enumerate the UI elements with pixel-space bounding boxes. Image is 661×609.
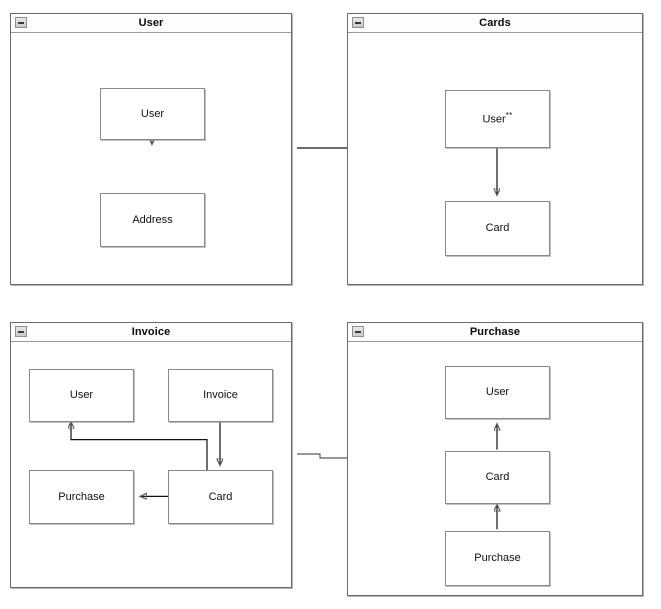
- node-invoice-user[interactable]: User: [29, 369, 134, 422]
- node-invoice-card[interactable]: Card: [168, 470, 273, 524]
- node-invoice-card-label: Card: [208, 490, 233, 503]
- node-cards-user-sup: **: [505, 111, 513, 121]
- minimize-icon[interactable]: [352, 17, 364, 28]
- panel-purchase-title: Purchase: [469, 325, 521, 338]
- panel-invoice-titlebar: Invoice: [11, 323, 291, 342]
- panel-cards-titlebar: Cards: [348, 14, 642, 33]
- node-invoice-purchase[interactable]: Purchase: [29, 470, 134, 524]
- node-purchase-user-label: User: [485, 386, 510, 398]
- node-invoice-invoice[interactable]: Invoice: [168, 369, 273, 422]
- node-purchase-purchase[interactable]: Purchase: [445, 531, 550, 586]
- minimize-icon-bar: [355, 330, 361, 333]
- node-user-address[interactable]: Address: [100, 193, 205, 247]
- node-purchase-card-label: Card: [485, 471, 510, 483]
- panel-user-titlebar: User: [11, 14, 291, 33]
- node-cards-card-label: Card: [485, 222, 510, 234]
- edge-card-to-user: [71, 422, 208, 472]
- minimize-icon-bar: [18, 21, 24, 24]
- minimize-icon[interactable]: [352, 326, 364, 337]
- node-purchase-user[interactable]: User: [445, 366, 550, 419]
- node-user-user[interactable]: User: [100, 88, 205, 140]
- panel-purchase-body: User Card Purchase: [348, 342, 642, 595]
- node-cards-user[interactable]: User**: [445, 90, 550, 148]
- panel-invoice-title: Invoice: [131, 325, 171, 338]
- node-user-address-label: Address: [132, 213, 173, 226]
- minimize-icon-bar: [18, 330, 24, 333]
- minimize-icon[interactable]: [15, 326, 27, 337]
- node-cards-card[interactable]: Card: [445, 201, 550, 256]
- node-cards-user-label: User**: [482, 112, 512, 126]
- panel-cards-body: User** Card: [348, 33, 642, 284]
- panel-purchase-titlebar: Purchase: [348, 323, 642, 342]
- panel-cards[interactable]: Cards User** Card: [347, 13, 643, 285]
- panel-purchase[interactable]: Purchase User Card Purchase: [347, 322, 643, 596]
- link-purchase-to-invoice: [297, 453, 347, 459]
- panel-invoice-body: User Invoice Purchase Card: [11, 342, 291, 587]
- minimize-icon[interactable]: [15, 17, 27, 28]
- panel-invoice[interactable]: Invoice User Invoice: [10, 322, 292, 588]
- panel-user[interactable]: User User Address: [10, 13, 292, 285]
- panel-user-title: User: [138, 16, 164, 29]
- node-invoice-purchase-label: Purchase: [58, 490, 105, 503]
- panel-cards-title: Cards: [479, 16, 511, 29]
- node-user-user-label: User: [140, 107, 165, 120]
- node-invoice-user-label: User: [69, 389, 94, 401]
- node-cards-user-text: User: [482, 113, 506, 126]
- panel-user-body: User Address: [11, 33, 291, 284]
- node-purchase-card[interactable]: Card: [445, 451, 550, 504]
- node-purchase-purchase-label: Purchase: [474, 552, 521, 564]
- node-invoice-invoice-label: Invoice: [203, 389, 238, 401]
- minimize-icon-bar: [355, 21, 361, 24]
